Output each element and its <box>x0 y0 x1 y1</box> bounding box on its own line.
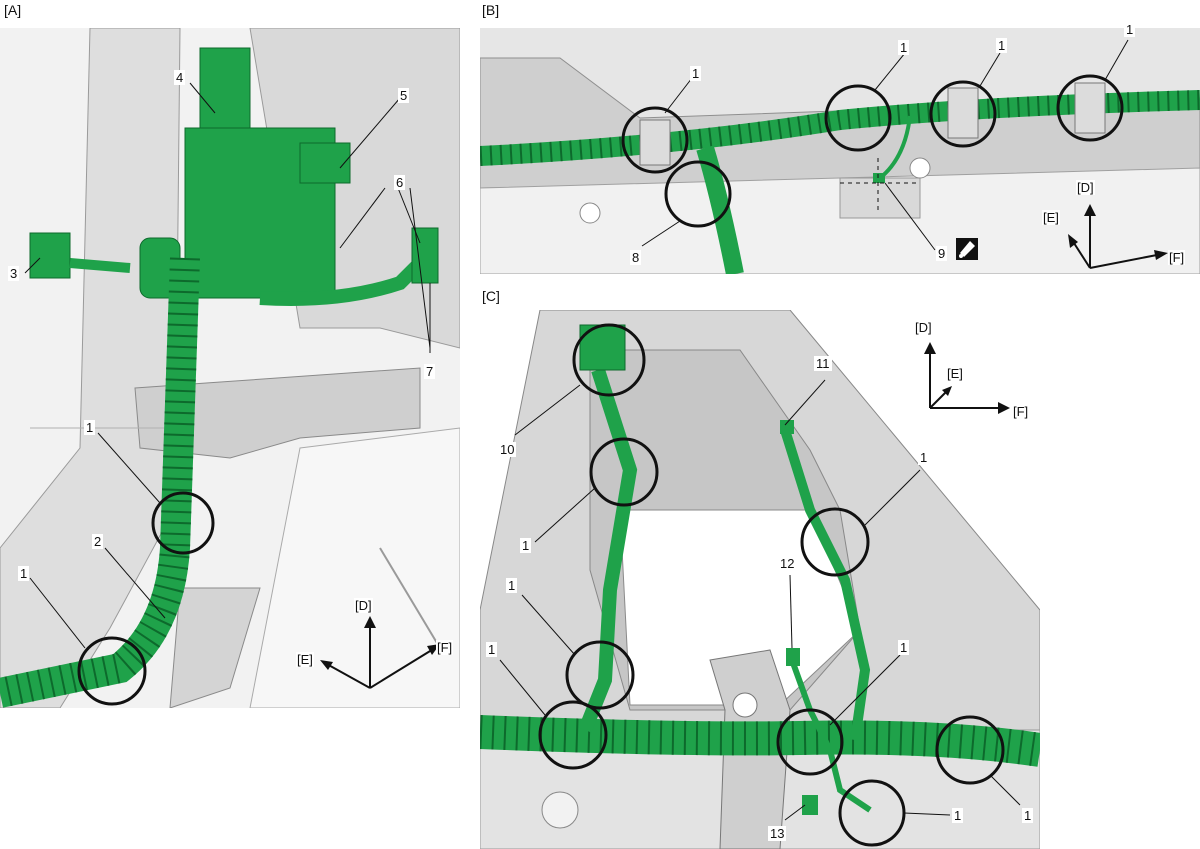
callout-b-1c: 1 <box>996 38 1008 53</box>
callout-c-1-right-upper: 1 <box>918 450 930 465</box>
callout-a-6: 6 <box>394 175 406 190</box>
axis-c-d: [D] <box>914 320 933 335</box>
axis-a-e: [E] <box>296 652 314 667</box>
panel-c-label: [C] <box>482 288 500 304</box>
panel-a-drawing <box>0 28 460 708</box>
panel-a-illustration <box>0 28 460 708</box>
callout-a-5: 5 <box>398 88 410 103</box>
callout-b-8: 8 <box>630 250 642 265</box>
panel-c-drawing <box>480 310 1040 849</box>
callout-a-2: 2 <box>92 534 104 549</box>
axis-a-f: [F] <box>436 640 454 655</box>
callout-c-1-right-lower: 1 <box>1022 808 1034 823</box>
axis-c-f: [F] <box>1012 404 1030 419</box>
axis-b-d: [D] <box>1076 180 1095 195</box>
callout-c-1-left-upper: 1 <box>520 538 532 553</box>
callout-c-1-left-lower: 1 <box>486 642 498 657</box>
axis-a-d: [D] <box>354 598 373 613</box>
callout-a-1-upper: 1 <box>84 420 96 435</box>
callout-c-10: 10 <box>498 442 517 457</box>
axis-b-e: [E] <box>1042 210 1060 225</box>
axis-c-e: [E] <box>946 366 964 381</box>
panel-a-label: [A] <box>4 2 22 18</box>
panel-b-drawing <box>480 28 1200 274</box>
callout-b-1b: 1 <box>898 40 910 55</box>
callout-c-1-left-mid: 1 <box>506 578 518 593</box>
callout-a-1-lower: 1 <box>18 566 30 581</box>
callout-c-1-center: 1 <box>898 640 910 655</box>
panel-b-illustration <box>480 28 1200 274</box>
callout-c-11: 11 <box>814 356 832 371</box>
callout-c-12: 12 <box>778 556 797 571</box>
lamp-icon <box>956 238 978 260</box>
panel-c-axis <box>924 342 1010 414</box>
callout-a-7: 7 <box>424 364 436 379</box>
callout-b-9: 9 <box>936 246 948 261</box>
callout-a-4: 4 <box>174 70 186 85</box>
panel-c-illustration <box>480 310 1040 849</box>
callout-c-1-bottom: 1 <box>952 808 964 823</box>
callout-b-1d: 1 <box>1124 22 1136 37</box>
callout-a-3: 3 <box>8 266 20 281</box>
callout-b-1a: 1 <box>690 66 702 81</box>
callout-c-13: 13 <box>768 826 787 841</box>
panel-b-label: [B] <box>482 2 500 18</box>
axis-b-f: [F] <box>1168 250 1186 265</box>
